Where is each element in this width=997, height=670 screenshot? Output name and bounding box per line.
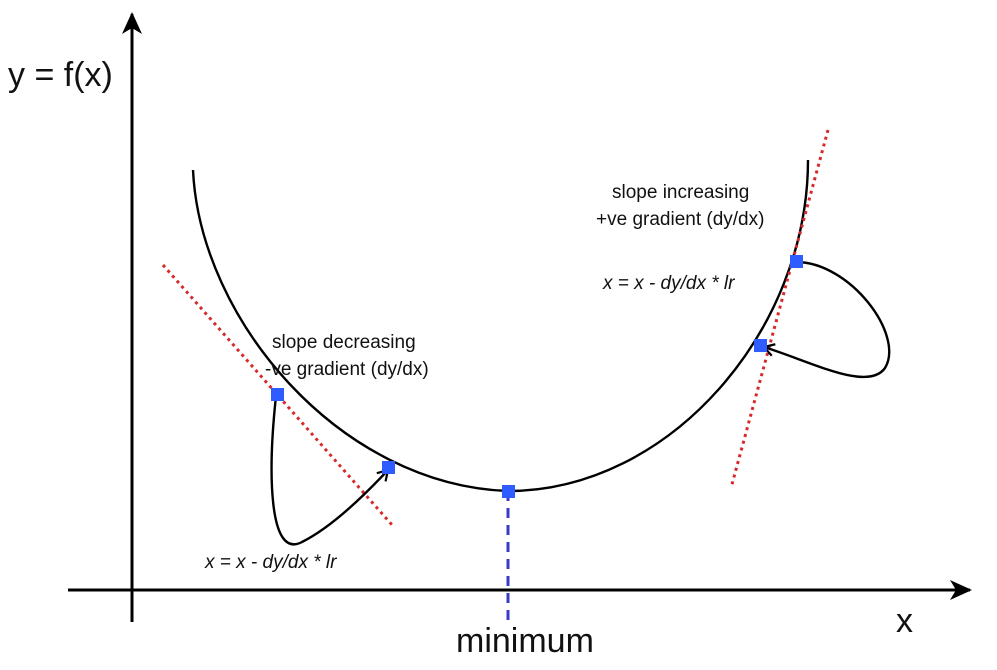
- x-axis-label: x: [896, 602, 913, 640]
- left-start-point: [271, 388, 284, 401]
- left-tangent-line: [161, 264, 395, 527]
- left-slope-label-line2: -ve gradient (dy/dx): [265, 359, 429, 380]
- y-axis-label: y = f(x): [8, 56, 113, 94]
- left-next-point: [382, 461, 395, 474]
- right-start-point: [790, 255, 803, 268]
- minimum-label: minimum: [456, 622, 594, 660]
- right-update-arrow: [761, 260, 891, 379]
- right-tangent-line: [729, 129, 830, 489]
- right-next-point: [754, 339, 767, 352]
- left-slope-label-line1: slope decreasing: [272, 332, 416, 353]
- minimum-point: [502, 485, 515, 498]
- right-slope-label-line2: +ve gradient (dy/dx): [596, 209, 764, 230]
- right-update-rule: x = x - dy/dx * lr: [602, 273, 735, 294]
- left-update-arrow: [270, 395, 390, 546]
- left-update-rule: x = x - dy/dx * lr: [204, 552, 337, 573]
- right-slope-label-line1: slope increasing: [612, 182, 749, 203]
